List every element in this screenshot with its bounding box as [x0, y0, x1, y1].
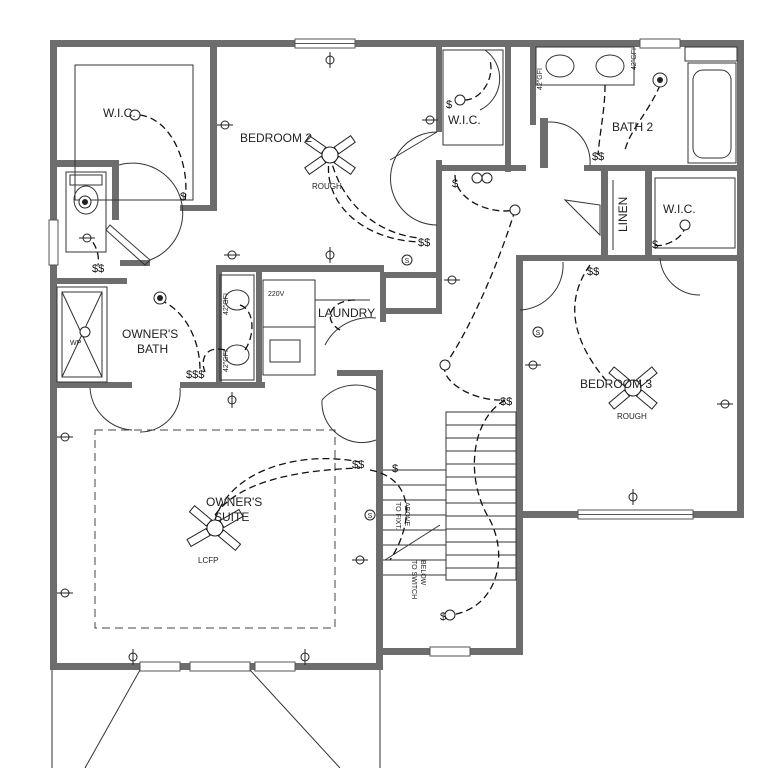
switch-label: $$$	[186, 369, 204, 381]
outlet-icon	[444, 275, 460, 285]
room-label-owners-bath-line2: BATH	[137, 342, 168, 356]
outlet-icon	[717, 399, 733, 409]
rough-label: ROUGH	[617, 412, 647, 421]
outlet-icon	[57, 588, 73, 598]
outlet-icon	[57, 432, 73, 442]
switches: $ $$ $$ $ $ $$ $$ $ $$$ $$ $$ $ $	[92, 99, 658, 623]
switch-label: $	[652, 239, 658, 251]
light-fixture-icon	[454, 94, 466, 106]
room-label-owners-suite: OWNER'S	[206, 495, 262, 509]
switch-label: $$	[352, 459, 364, 471]
room-label-bedroom-2: BEDROOM 2	[240, 131, 312, 145]
room-label-bedroom-3: BEDROOM 3	[580, 377, 652, 391]
outlet-icon	[79, 233, 95, 243]
outlet-icon	[224, 250, 240, 260]
outlets	[57, 52, 733, 665]
outlet-icon	[422, 115, 438, 125]
smoke-detector-icon	[532, 326, 544, 338]
switch-label: $$	[418, 237, 430, 249]
switch-label: $	[180, 191, 186, 203]
room-label-wic-left: W.I.C.	[103, 106, 136, 120]
to-fixture-note-line2: ABOVE	[403, 502, 410, 526]
light-fixture-icon	[444, 609, 456, 621]
ceiling-fan-icon	[304, 134, 356, 176]
room-label-wic-top: W.I.C.	[448, 113, 481, 127]
room-label-owners-suite-line2: SUITE	[214, 510, 249, 524]
room-label-owners-bath: OWNER'S	[122, 327, 178, 341]
light-fixture-icon	[679, 219, 691, 231]
outlet-icon	[525, 360, 541, 370]
tray-ceiling-outline	[94, 429, 336, 629]
room-label-laundry: LAUNDRY	[318, 306, 375, 320]
light-fixtures	[78, 72, 691, 621]
switch-label: $$	[592, 151, 604, 163]
switch-label: $	[392, 463, 398, 475]
light-fixture-icon	[153, 291, 167, 305]
windows	[48, 38, 694, 672]
porch-roof	[51, 669, 381, 768]
ceiling-fan-icon	[608, 366, 658, 410]
room-label-wic-right: W.I.C.	[663, 202, 696, 216]
smoke-detector-label: S	[405, 258, 410, 265]
outlet-icon	[300, 649, 310, 665]
outlet-icon	[325, 247, 335, 263]
gfi-label: 42"GFI	[223, 350, 230, 372]
smoke-detector-icon	[401, 254, 413, 266]
light-fixture-icon	[78, 195, 92, 209]
outlet-icon	[227, 392, 237, 408]
smoke-detector-label: S	[368, 513, 373, 520]
to-fixture-note: TO FIXT.	[394, 502, 401, 530]
annotations: ROUGH ROUGH LCFP 220V TO FIXT. ABOVE TO …	[70, 48, 647, 599]
switch-label: $	[452, 178, 458, 190]
lcfp-label: LCFP	[198, 556, 218, 565]
gfi-label: 42"GFI	[631, 48, 638, 70]
smoke-detector-icon	[481, 172, 493, 184]
outlet-icon	[628, 489, 638, 505]
room-label-bath-2: BATH 2	[612, 120, 653, 134]
gfi-label: 42"GFI	[223, 293, 230, 315]
door-swings	[89, 49, 701, 444]
wp-label: WP	[70, 340, 82, 347]
outlet-icon	[128, 649, 138, 665]
ceiling-fan-icon	[186, 504, 244, 552]
smoke-detector-label: S	[536, 330, 541, 337]
light-fixture-icon	[439, 359, 451, 371]
interior-walls	[57, 47, 744, 398]
to-switch-note-line2: BELOW	[419, 560, 426, 586]
switch-label: $	[446, 99, 452, 111]
room-labels: W.I.C. BEDROOM 2 W.I.C. BATH 2 LINEN W.I…	[103, 106, 696, 524]
light-fixture-icon	[79, 326, 91, 338]
light-fixture-icon	[509, 204, 521, 216]
gfi-label: 42"GFI	[537, 68, 544, 90]
switch-label: $$	[500, 396, 512, 408]
smoke-detectors: S S S	[364, 172, 544, 521]
smoke-detector-icon	[364, 509, 376, 521]
outlet-icon	[217, 120, 233, 130]
outlet-icon	[325, 52, 335, 68]
rough-label: ROUGH	[312, 182, 342, 191]
to-switch-note: TO SWITCH	[410, 560, 417, 599]
smoke-detector-icon	[471, 172, 483, 184]
room-label-linen: LINEN	[616, 197, 630, 232]
switch-label: $$	[587, 266, 599, 278]
voltage-label: 220V	[268, 291, 285, 298]
stairs	[383, 411, 517, 581]
switch-label: $$	[92, 263, 104, 275]
switch-label: $	[440, 611, 446, 623]
light-fixture-icon	[652, 72, 668, 88]
outlet-icon	[352, 555, 368, 565]
light-fixture-icon	[129, 109, 141, 121]
